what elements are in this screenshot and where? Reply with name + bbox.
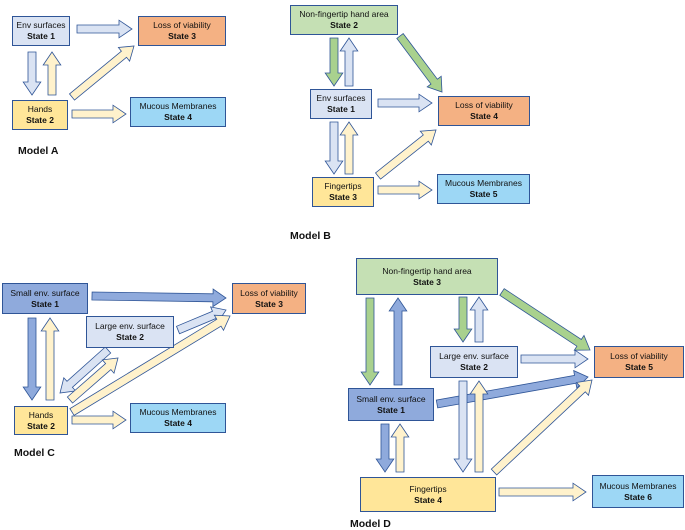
model-a-mucous-membranes-box: Mucous Membranes State 4 <box>130 97 226 127</box>
model-a-env-surfaces-box: Env surfaces State 1 <box>12 16 70 46</box>
box-state: State 4 <box>414 494 442 505</box>
model-d-arrow-1-to-4 <box>375 423 395 473</box>
model-c-arrow-hands-to-3 <box>69 314 231 416</box>
model-c-loss-of-viability-box: Loss of viability State 3 <box>232 283 306 314</box>
box-state: State 4 <box>164 418 192 428</box>
box-state: State 6 <box>624 491 652 502</box>
box-name: Loss of viability <box>455 100 513 111</box>
model-d-arrow-4-to-6 <box>498 482 587 502</box>
model-b-arrow-3-to-5 <box>377 180 433 200</box>
model-a-arrow-2-to-4 <box>71 104 127 124</box>
model-c-mucous-membranes-box: Mucous Membranes State 4 <box>130 403 226 433</box>
box-state: State 1 <box>31 298 59 309</box>
model-a-hands-box: Hands State 2 <box>12 100 68 130</box>
model-c-large-env-surface-box: Large env. surface State 2 <box>86 316 174 348</box>
model-c-arrow-1-to-3 <box>91 288 227 308</box>
model-d-fingertips-box: Fingertips State 4 <box>360 477 496 512</box>
box-state: State 2 <box>116 332 144 342</box>
model-c-label: Model C <box>14 447 55 459</box>
model-b-arrow-1-to-3 <box>324 121 344 175</box>
model-c-small-env-surface-box: Small env. surface State 1 <box>2 283 88 314</box>
model-c-arrow-1-to-2-hands <box>22 317 42 401</box>
model-d-arrow-3-to-1 <box>360 297 380 386</box>
model-d-small-env-surface-box: Small env. surface State 1 <box>348 388 434 421</box>
model-d-arrow-1-to-3 <box>388 297 408 386</box>
box-name: Env surfaces <box>316 93 366 104</box>
box-name: Loss of viability <box>610 351 668 362</box>
box-name: Fingertips <box>324 181 362 192</box>
model-d-large-env-surface-box: Large env. surface State 2 <box>430 346 518 378</box>
model-c-arrow-large-to-hands <box>59 346 112 394</box>
model-d-arrow-2-to-3 <box>469 296 489 343</box>
box-state: State 4 <box>164 112 192 122</box>
model-d-label: Model D <box>350 518 391 530</box>
box-name: Env surfaces <box>16 20 66 31</box>
model-a-label: Model A <box>18 145 59 157</box>
model-b-mucous-membranes-box: Mucous Membranes State 5 <box>437 174 530 204</box>
box-state: State 3 <box>255 298 283 309</box>
box-name: Loss of viability <box>240 287 298 298</box>
box-name: Large env. surface <box>95 321 165 332</box>
model-d-arrow-2-to-4 <box>453 380 473 473</box>
model-d-arrow-3-to-2 <box>453 296 473 343</box>
model-a-arrow-1-to-3 <box>76 19 133 39</box>
box-name: Hands <box>27 104 53 115</box>
box-name: Mucous Membranes <box>139 101 217 112</box>
box-state: State 2 <box>26 115 54 125</box>
model-b-label: Model B <box>290 230 331 242</box>
model-d-non-fingertip-box: Non-fingertip hand area State 3 <box>356 258 498 295</box>
model-d-arrow-3-to-5 <box>499 288 591 351</box>
model-d-loss-of-viability-box: Loss of viability State 5 <box>594 346 684 378</box>
model-b-arrow-3-to-4 <box>374 129 437 180</box>
model-d-arrow-4-to-5 <box>490 379 593 476</box>
model-a-arrow-2-to-1 <box>42 51 62 96</box>
model-d-arrow-4-to-1 <box>390 423 410 473</box>
model-b-arrow-1-to-2 <box>339 37 359 87</box>
box-state: State 1 <box>377 404 405 415</box>
box-name: Small env. surface <box>356 393 426 404</box>
model-a-loss-of-viability-box: Loss of viability State 3 <box>138 16 226 46</box>
box-name: Non-fingertip hand area <box>382 265 472 276</box>
model-d-arrow-2-to-5 <box>520 349 589 369</box>
box-state: State 3 <box>329 192 357 202</box>
model-b-arrow-2-to-1 <box>324 37 344 87</box>
box-name: Large env. surface <box>439 351 509 362</box>
model-b-loss-of-viability-box: Loss of viability State 4 <box>438 96 530 126</box>
model-b-arrow-3-to-1 <box>339 121 359 175</box>
box-name: Mucous Membranes <box>139 407 217 418</box>
model-c-arrow-hands-to-4 <box>71 410 127 430</box>
model-a-arrow-2-to-3 <box>68 45 135 101</box>
box-state: State 3 <box>413 276 441 287</box>
box-state: State 5 <box>469 189 498 199</box>
model-b-fingertips-box: Fingertips State 3 <box>312 177 374 207</box>
box-name: Mucous Membranes <box>599 480 677 491</box>
model-c-arrow-2-hands-to-1 <box>40 317 60 401</box>
model-b-non-fingertip-box: Non-fingertip hand area State 2 <box>290 5 398 35</box>
box-state: State 5 <box>625 362 653 372</box>
box-state: State 1 <box>27 31 55 41</box>
box-state: State 2 <box>460 362 488 372</box>
model-c-arrow-hands-to-large <box>66 357 119 404</box>
box-name: Loss of viability <box>153 20 211 31</box>
box-name: Non-fingertip hand area <box>299 9 389 20</box>
box-name: Fingertips <box>409 483 447 494</box>
box-state: State 2 <box>27 420 55 431</box>
model-c-hands-box: Hands State 2 <box>14 406 68 435</box>
model-b-env-surfaces-box: Env surfaces State 1 <box>310 89 372 119</box>
box-state: State 4 <box>470 111 498 121</box>
box-state: State 2 <box>330 20 358 30</box>
box-state: State 1 <box>327 104 355 114</box>
model-a-arrow-1-to-2 <box>22 51 42 96</box>
model-d-arrow-4-to-2 <box>469 380 489 473</box>
box-state: State 3 <box>168 31 196 41</box>
box-name: Mucous Membranes <box>444 178 522 189</box>
model-b-arrow-2-to-4 <box>396 33 443 93</box>
model-d-mucous-membranes-box: Mucous Membranes State 6 <box>592 475 684 508</box>
model-b-arrow-1-to-4 <box>377 93 433 113</box>
box-name: Small env. surface <box>10 287 80 298</box>
box-name: Hands <box>28 409 54 420</box>
